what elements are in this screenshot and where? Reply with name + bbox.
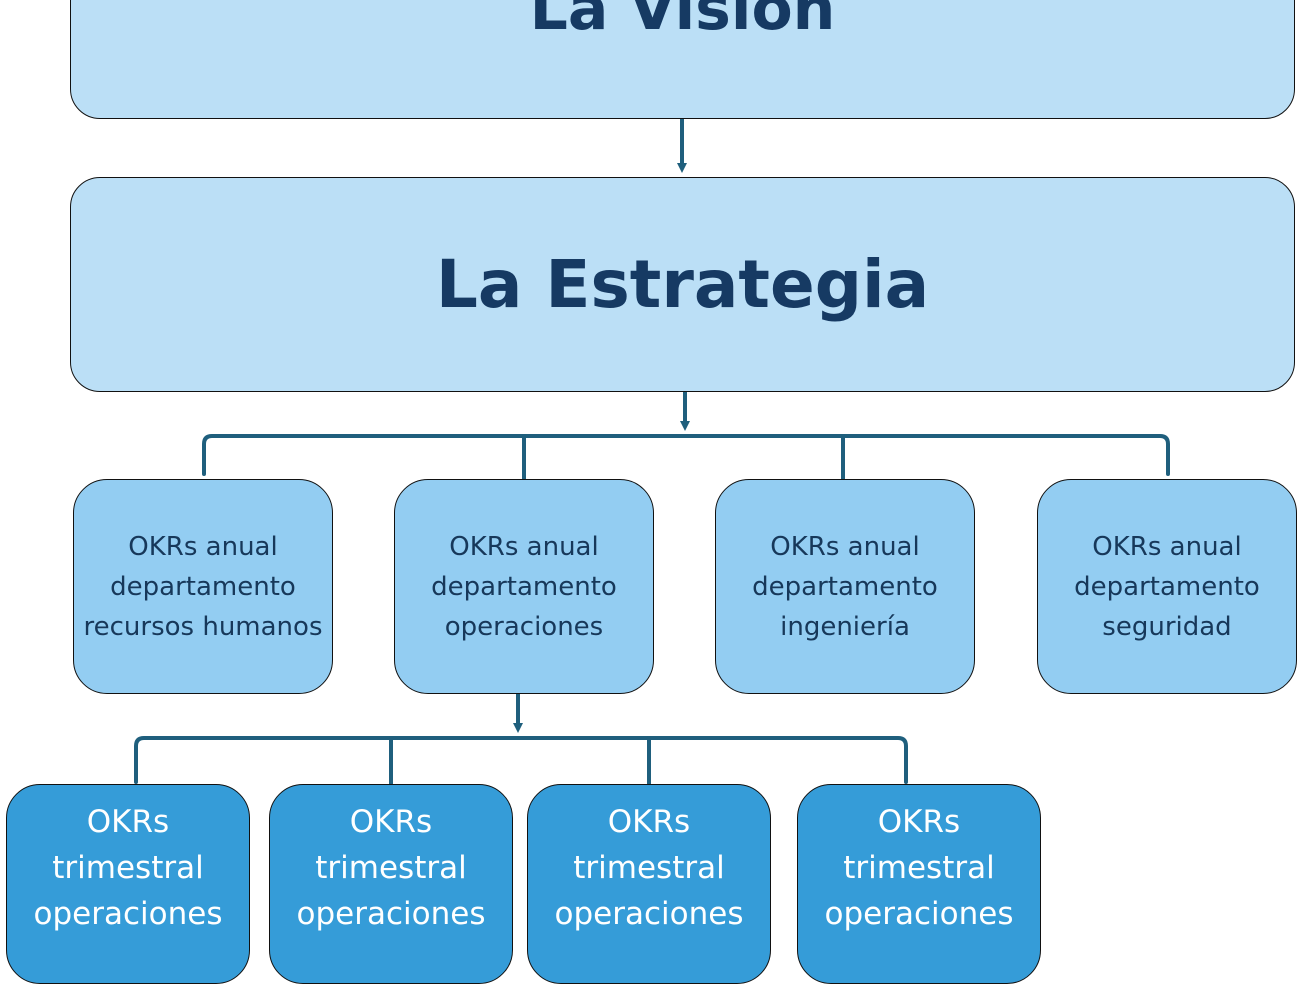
quarterly-bracket-line [134, 736, 908, 784]
quarterly-okr-box-1: OKRs trimestral operaciones [6, 784, 250, 984]
annual-okr-label: OKRs anual departamento operaciones [431, 531, 617, 642]
quarterly-okr-label: OKRs trimestral operaciones [554, 804, 744, 932]
quarterly-okr-box-2: OKRs trimestral operaciones [269, 784, 513, 984]
strategy-box: La Estrategia [70, 177, 1295, 392]
quarterly-okr-box-4: OKRs trimestral operaciones [797, 784, 1041, 984]
annual-okr-label: OKRs anual departamento ingeniería [752, 531, 938, 642]
connector-lines [134, 117, 1170, 786]
annual-bracket-line [202, 434, 1170, 476]
vision-box: La Visión [70, 0, 1295, 119]
quarterly-okr-box-3: OKRs trimestral operaciones [527, 784, 771, 984]
vision-label: La Visión [529, 0, 836, 44]
annual-okr-box-seguridad: OKRs anual departamento seguridad [1037, 479, 1297, 694]
annual-okr-box-recursos-humanos: OKRs anual departamento recursos humanos [73, 479, 333, 694]
annual-okr-label: OKRs anual departamento recursos humanos [83, 531, 323, 642]
quarterly-okr-label: OKRs trimestral operaciones [296, 804, 486, 932]
quarterly-okr-label: OKRs trimestral operaciones [33, 804, 223, 932]
strategy-label: La Estrategia [435, 245, 930, 323]
quarterly-okr-label: OKRs trimestral operaciones [824, 804, 1014, 932]
annual-okr-box-operaciones: OKRs anual departamento operaciones [394, 479, 654, 694]
annual-okr-box-ingenieria: OKRs anual departamento ingeniería [715, 479, 975, 694]
annual-okr-label: OKRs anual departamento seguridad [1074, 531, 1260, 642]
